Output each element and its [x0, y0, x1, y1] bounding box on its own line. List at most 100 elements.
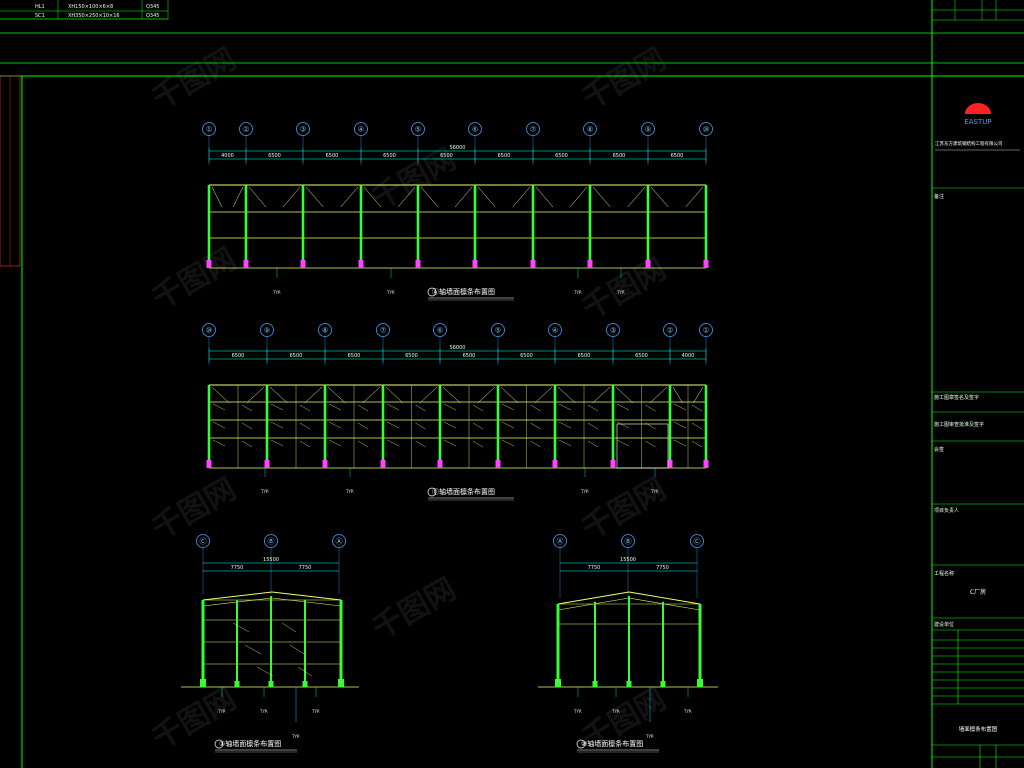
column-base	[626, 681, 632, 687]
steel-column	[201, 600, 205, 687]
column-base	[243, 260, 249, 268]
brace	[512, 186, 531, 208]
bay-dimension: 6500	[326, 153, 339, 159]
bay-dimension: 6500	[671, 153, 684, 159]
column-base	[300, 260, 306, 268]
wind-column	[662, 601, 664, 687]
callout-typ: TYP.	[645, 734, 654, 739]
axis-label: ④	[552, 327, 558, 335]
axis-label: ⑩	[703, 126, 709, 134]
sag-rod	[212, 421, 226, 429]
column-base	[472, 260, 478, 268]
axis-label: Ⓒ	[694, 538, 701, 546]
brace	[282, 186, 301, 208]
sag-rod	[558, 403, 572, 411]
brace	[211, 186, 223, 208]
sag-rod	[501, 421, 515, 429]
sag-rod	[587, 422, 599, 430]
steel-column	[359, 185, 363, 268]
sag-rod	[281, 622, 297, 633]
elevation-title: ①轴墙面檩条布置图	[214, 739, 297, 753]
brace	[269, 386, 288, 404]
span-dimension: 7750	[231, 565, 244, 571]
sag-rod	[241, 422, 253, 430]
span-dimension: 7750	[656, 565, 669, 571]
brace	[685, 186, 704, 208]
sag-rod	[357, 404, 369, 412]
axis-label: ⑥	[472, 126, 478, 134]
sag-rod	[386, 403, 400, 411]
axis-label: ⑤	[495, 327, 501, 335]
bay-dimension: 6500	[405, 353, 418, 359]
sag-rod	[691, 422, 703, 430]
wind-column	[270, 596, 272, 687]
span-dimension: 7750	[588, 565, 601, 571]
column-base	[660, 681, 666, 687]
elevation-title-text: Ⓒ轴墙面檩条布置图	[432, 487, 495, 496]
sag-rod	[244, 644, 262, 655]
sag-rod	[673, 403, 687, 411]
notes-label: 备注	[934, 193, 944, 200]
sag-rod	[241, 404, 253, 412]
callout-typ: TYP.	[217, 709, 226, 714]
sag-rod	[558, 439, 572, 447]
column-base	[322, 460, 328, 468]
title-bubble	[427, 487, 437, 497]
column-base	[206, 260, 212, 268]
column-base	[552, 460, 558, 468]
rafter	[202, 591, 273, 601]
sag-rod	[328, 403, 342, 411]
elevation-title: Ⓐ轴墙面檩条布置图	[427, 287, 514, 301]
brace	[615, 386, 634, 404]
steel-column	[668, 385, 672, 468]
callout-typ: TYP.	[291, 734, 300, 739]
steel-column	[339, 600, 343, 687]
axis-label: ⑤	[415, 126, 421, 134]
steel-column	[301, 185, 305, 268]
sag-rod	[386, 421, 400, 429]
steel-column	[473, 185, 477, 268]
overall-dimension: 56000	[450, 345, 466, 351]
brace	[454, 186, 473, 208]
sag-rod	[587, 404, 599, 412]
sag-rod	[357, 422, 369, 430]
column-base	[703, 260, 709, 268]
sag-rod	[673, 421, 687, 429]
sag-rod	[530, 440, 541, 448]
steel-column	[553, 385, 557, 468]
rafter	[628, 591, 701, 605]
column-base	[555, 679, 561, 687]
sag-rod	[443, 439, 457, 447]
brace	[557, 386, 576, 404]
column-base	[587, 260, 593, 268]
axis-label: ⑦	[380, 327, 386, 335]
legend-grade-2: Q345	[146, 13, 159, 19]
bay-dimension: 6500	[578, 353, 591, 359]
sag-rod	[328, 421, 342, 429]
steel-column	[244, 185, 248, 268]
bay-dimension: 4000	[682, 353, 695, 359]
steel-column	[531, 185, 535, 268]
steel-column	[207, 185, 211, 268]
column-base	[302, 681, 308, 687]
top-legend: HL1 XH150×100×6×8 Q345 SC1 XH350×250×10×…	[0, 0, 169, 20]
column-base	[415, 260, 421, 268]
steel-column	[698, 604, 702, 687]
legend-code-2: SC1	[35, 13, 45, 19]
eastup-logo-icon	[965, 103, 991, 114]
brace	[248, 186, 267, 208]
title-block: EASTUP 江苏东方建筑钢结构工程有限公司	[932, 103, 1024, 768]
sag-rod	[472, 422, 484, 430]
sag-rod	[232, 622, 250, 633]
callout-typ: TYP.	[311, 709, 320, 714]
wind-column	[594, 601, 596, 687]
elevation-title: Ⓒ轴墙面檩条布置图	[427, 487, 514, 501]
sag-rod	[299, 404, 311, 412]
sag-rod	[386, 439, 400, 447]
axis-label: ⑥	[437, 327, 443, 335]
column-base	[495, 460, 501, 468]
brace	[327, 386, 346, 404]
